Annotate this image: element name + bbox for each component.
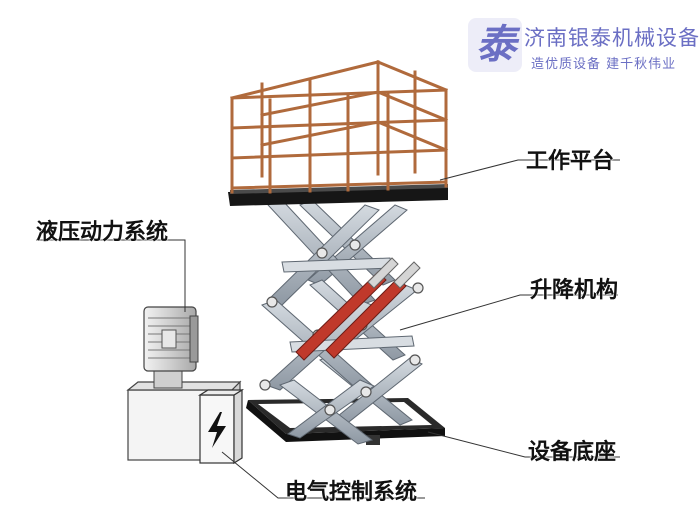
leader-lines xyxy=(36,159,620,499)
hydraulic-cylinders xyxy=(295,257,421,361)
label-lift-mechanism: 升降机构 xyxy=(530,278,619,303)
company-name: 济南银泰机械设备厂 xyxy=(524,26,700,50)
label-equipment-base: 设备底座 xyxy=(528,440,617,465)
company-slogan: 造优质设备 建千秋伟业 xyxy=(531,57,677,72)
work-platform xyxy=(228,184,448,206)
label-electric-control-system: 电气控制系统 xyxy=(285,480,418,505)
brand-logo-icon: 泰 xyxy=(476,21,516,68)
electric-control-cabinet xyxy=(197,388,245,465)
platform-railing xyxy=(230,60,448,194)
label-work-platform: 工作平台 xyxy=(526,149,615,174)
brand-logo-badge xyxy=(468,18,522,72)
label-hydraulic-power-system: 液压动力系统 xyxy=(36,220,169,245)
